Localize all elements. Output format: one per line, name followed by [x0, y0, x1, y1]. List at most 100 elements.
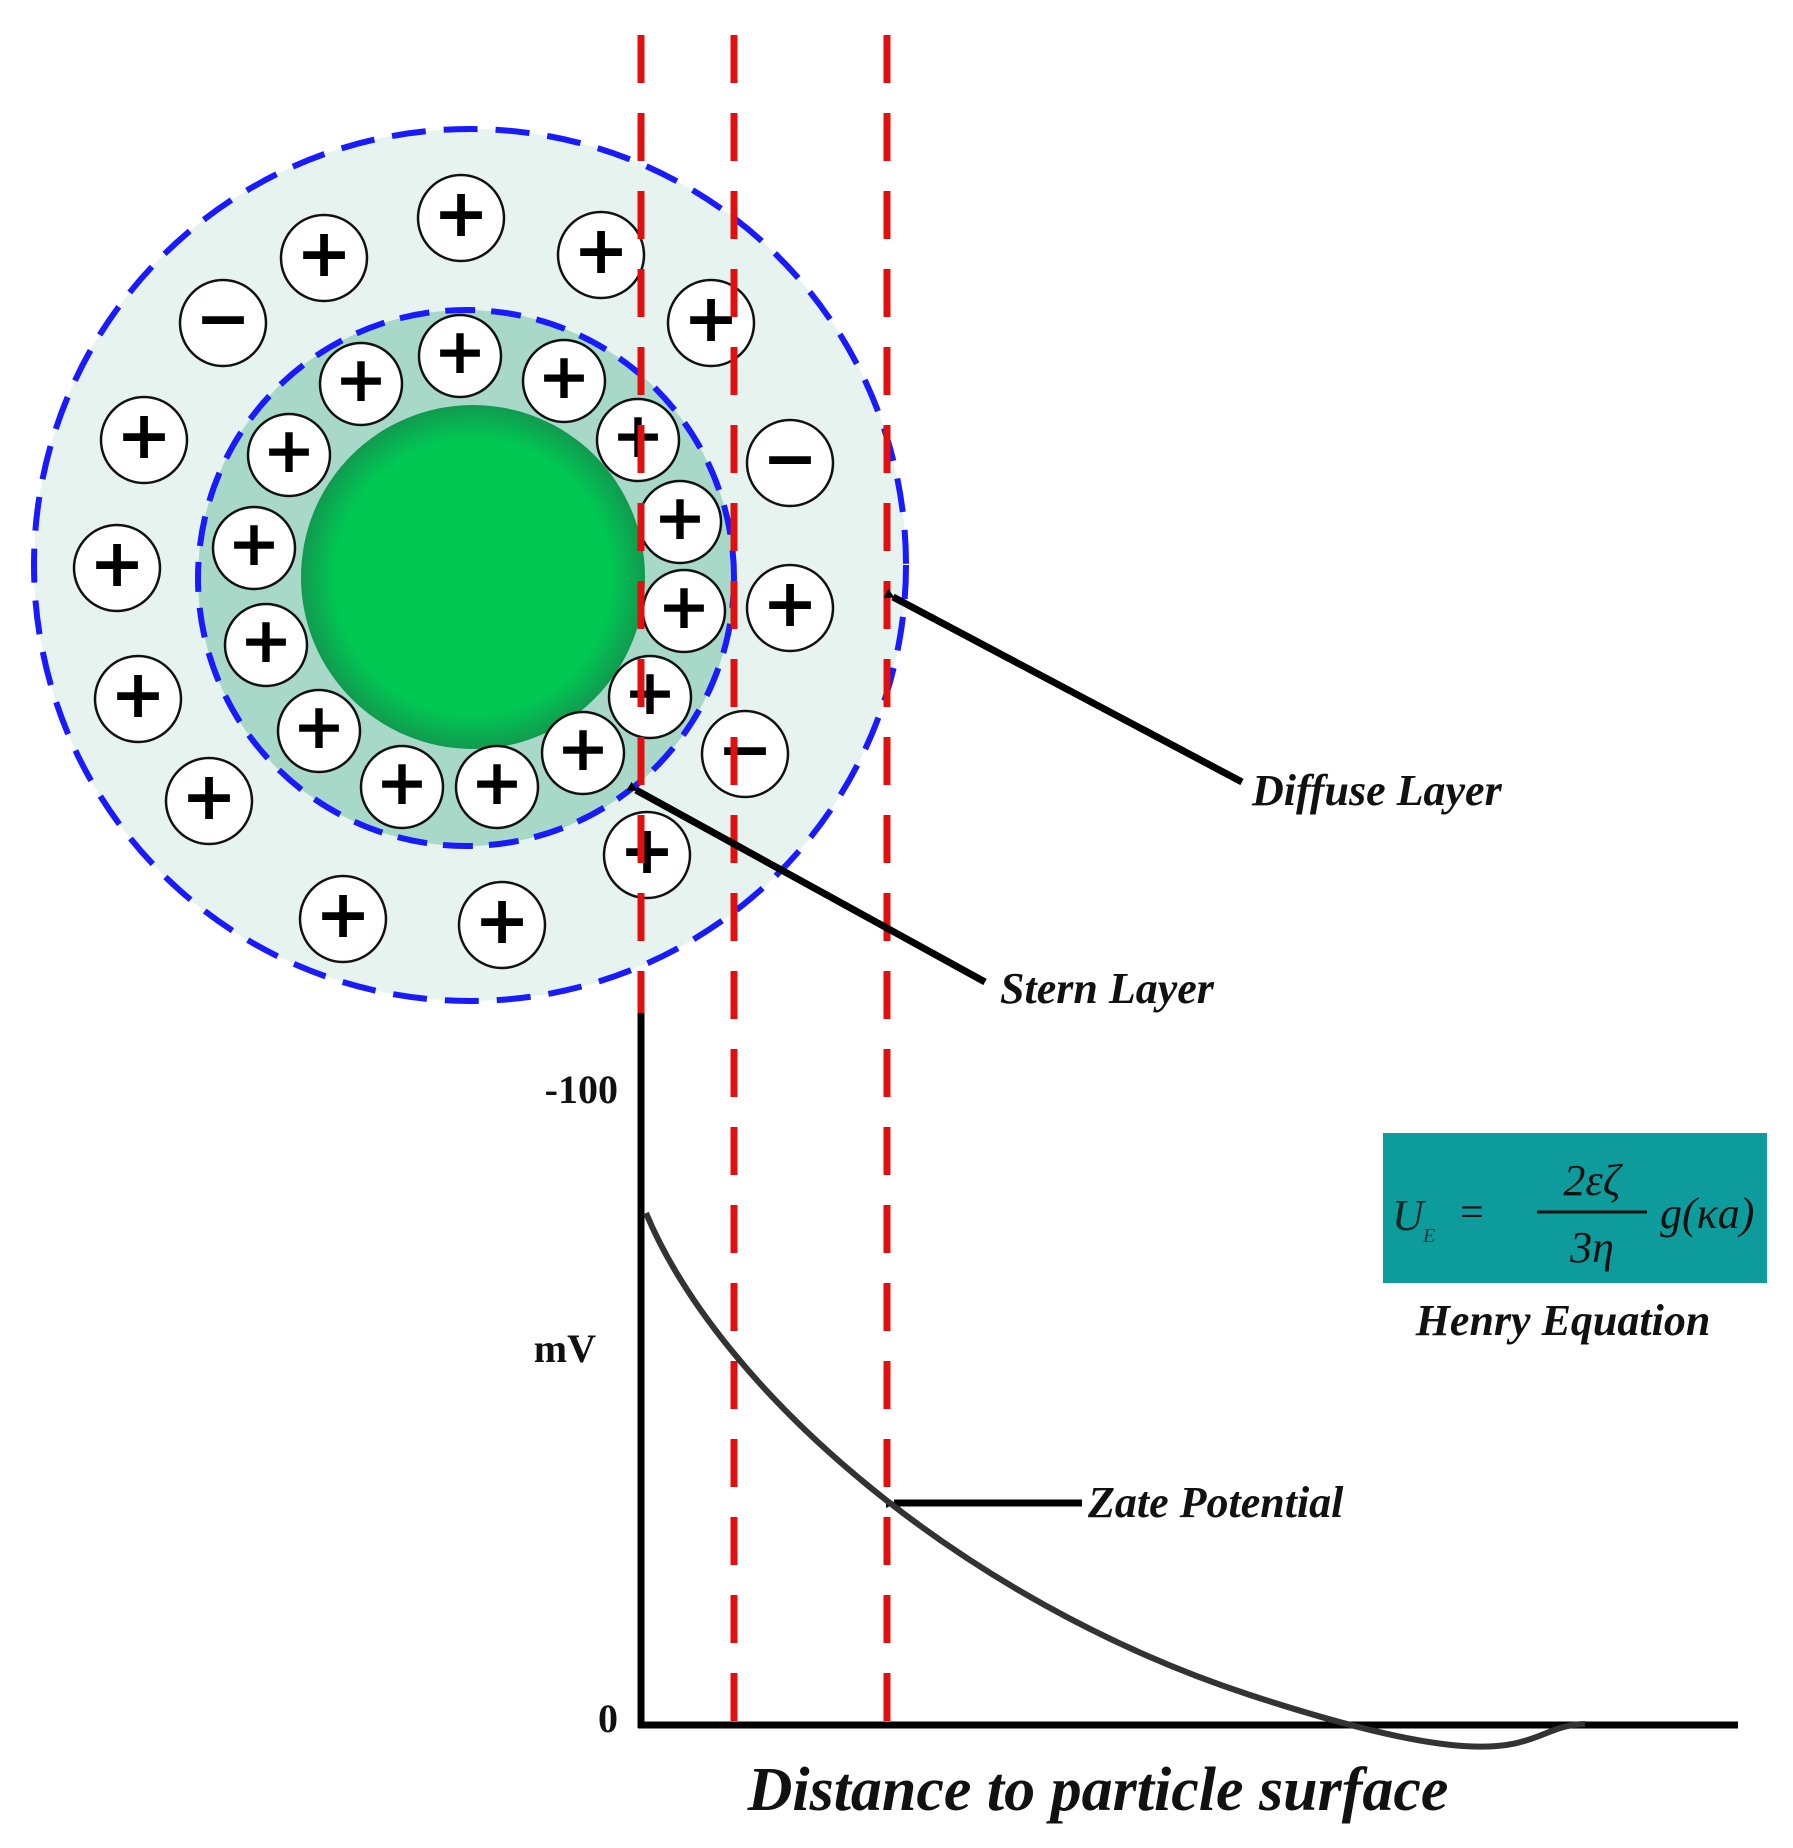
ion-sign: +	[433, 314, 486, 388]
equation-denominator: 3η	[1569, 1223, 1614, 1272]
ion-circle	[318, 341, 404, 427]
ion-circle	[454, 744, 540, 830]
ion-circle	[359, 744, 445, 830]
charged-particle	[301, 405, 645, 749]
ion-circle	[521, 338, 607, 424]
ion-circle	[457, 880, 547, 970]
zeta-potential-label: Zate Potential	[1087, 1478, 1344, 1527]
ion-circle	[211, 505, 297, 591]
ion-sign: +	[110, 655, 166, 733]
ion-circle	[246, 412, 332, 498]
stern-layer-boundary	[195, 307, 737, 849]
ion-sign: +	[762, 564, 818, 642]
ion-group: ++++++++++++++++++−+−+++−++++	[72, 173, 835, 970]
ion-sign: +	[375, 745, 428, 819]
ion-sign: +	[89, 524, 145, 602]
positive-ion: +	[99, 395, 189, 485]
ion-circle	[607, 654, 693, 740]
positive-ion: +	[521, 338, 607, 424]
diffuse-layer-label: Diffuse Layer	[1251, 766, 1503, 815]
ion-sign: +	[433, 174, 489, 252]
ion-sign: +	[296, 214, 352, 292]
ion-sign: +	[537, 339, 590, 413]
ion-sign: +	[573, 211, 629, 289]
ion-circle	[276, 688, 362, 774]
ion-sign: −	[762, 419, 818, 497]
henry-equation-box	[1383, 1133, 1767, 1283]
ion-sign: +	[292, 689, 345, 763]
positive-ion: +	[279, 213, 369, 303]
ion-sign: +	[116, 396, 172, 474]
positive-ion: +	[318, 341, 404, 427]
ion-circle	[99, 395, 189, 485]
ion-circle	[223, 602, 309, 688]
ion-sign: +	[239, 603, 292, 677]
ion-circle	[540, 710, 626, 796]
positive-ion: +	[602, 810, 692, 900]
ion-sign: +	[623, 655, 676, 729]
ion-sign: +	[227, 506, 280, 580]
ion-sign: +	[657, 569, 710, 643]
ion-circle	[279, 213, 369, 303]
positive-ion: +	[93, 654, 183, 744]
positive-ion: +	[417, 313, 503, 399]
positive-ion: +	[72, 523, 162, 613]
ion-circle	[93, 654, 183, 744]
positive-ion: +	[164, 756, 254, 846]
negative-ion: −	[700, 709, 790, 799]
ion-circle	[164, 756, 254, 846]
ion-circle	[72, 523, 162, 613]
ion-sign: +	[181, 757, 237, 835]
positive-ion: +	[745, 563, 835, 653]
equation-lhs-subscript: E	[1422, 1225, 1435, 1247]
positive-ion: +	[246, 412, 332, 498]
y-tick-top: -100	[545, 1067, 618, 1112]
positive-ion: +	[359, 744, 445, 830]
ion-sign: +	[262, 413, 315, 487]
negative-ion: −	[745, 418, 835, 508]
equation-function: g(κa)	[1660, 1189, 1754, 1238]
equation-lhs: U	[1392, 1191, 1427, 1240]
ion-sign: −	[195, 279, 251, 357]
positive-ion: +	[607, 654, 693, 740]
ion-sign: +	[619, 811, 675, 889]
diffuse-layer-arrow	[883, 588, 1244, 786]
stern-layer-arrow	[626, 781, 987, 986]
ion-circle	[178, 278, 268, 368]
ion-sign: −	[717, 710, 773, 788]
ion-circle	[745, 563, 835, 653]
positive-ion: +	[637, 479, 723, 565]
stern-layer-label: Stern Layer	[1000, 964, 1215, 1013]
ion-sign: +	[653, 480, 706, 554]
ion-circle	[745, 418, 835, 508]
potential-curve	[643, 1211, 1586, 1750]
positive-ion: +	[454, 744, 540, 830]
positive-ion: +	[223, 602, 309, 688]
ion-circle	[602, 810, 692, 900]
ion-circle	[556, 210, 646, 300]
ion-circle	[700, 709, 790, 799]
ion-sign: +	[556, 711, 609, 785]
y-axis-unit: mV	[534, 1326, 596, 1371]
equation-equals: =	[1460, 1190, 1484, 1236]
positive-ion: +	[540, 710, 626, 796]
positive-ion: +	[276, 688, 362, 774]
positive-ion: +	[666, 278, 756, 368]
diffuse-layer-boundary	[31, 126, 909, 1004]
positive-ion: +	[211, 505, 297, 591]
ion-sign: +	[334, 342, 387, 416]
negative-ion: −	[178, 278, 268, 368]
ion-sign: +	[474, 881, 530, 959]
x-axis-label: Distance to particle surface	[747, 1756, 1449, 1824]
positive-ion: +	[416, 173, 506, 263]
ion-sign: +	[315, 875, 371, 953]
ion-sign: +	[683, 279, 739, 357]
positive-ion: +	[556, 210, 646, 300]
ion-circle	[416, 173, 506, 263]
henry-equation-label: Henry Equation	[1415, 1296, 1711, 1345]
ion-circle	[298, 874, 388, 964]
ion-sign: +	[470, 745, 523, 819]
y-tick-zero: 0	[598, 1696, 618, 1741]
positive-ion: +	[298, 874, 388, 964]
